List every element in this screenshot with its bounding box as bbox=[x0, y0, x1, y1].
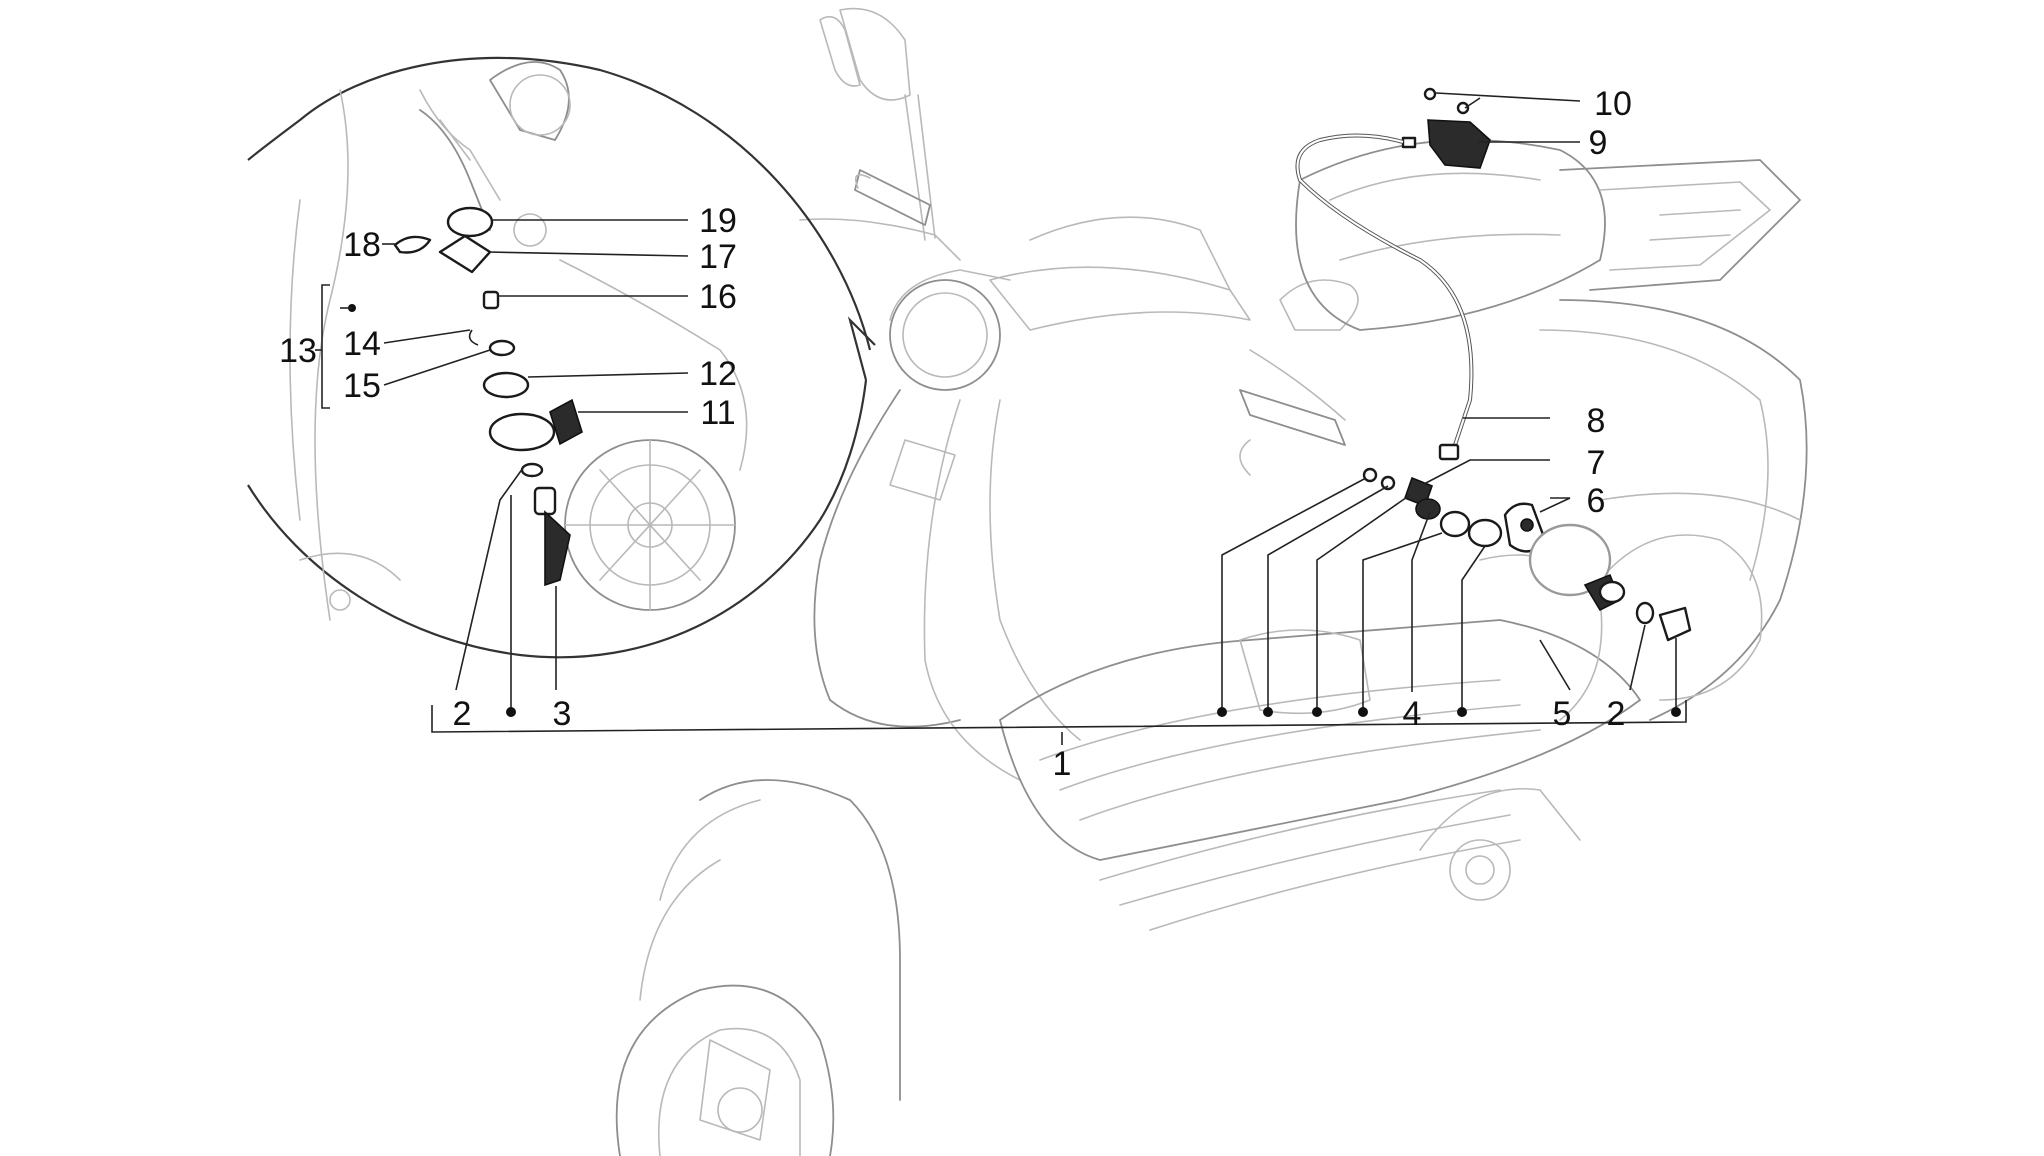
part-5-ring bbox=[1467, 518, 1503, 548]
part-12-nut bbox=[482, 371, 530, 399]
leader-lines bbox=[315, 92, 1687, 745]
part-9-bracket bbox=[1427, 119, 1491, 169]
part-14-wire bbox=[468, 329, 479, 346]
scooter-outline bbox=[615, 7, 1808, 1156]
callout-10: 10 bbox=[1594, 85, 1632, 123]
callout-2-main: 2 bbox=[1607, 695, 1626, 733]
callout-6: 6 bbox=[1587, 482, 1606, 520]
callout-14: 14 bbox=[343, 325, 381, 363]
callout-18: 18 bbox=[343, 226, 381, 264]
part-3-key bbox=[544, 510, 571, 587]
callout-11: 11 bbox=[700, 394, 735, 432]
inset-parts bbox=[393, 206, 583, 587]
part-4-ring-b bbox=[1439, 510, 1471, 538]
detail-inset bbox=[247, 56, 876, 659]
part-lock-barrel bbox=[533, 486, 557, 516]
part-11-latch bbox=[549, 398, 583, 446]
main-parts bbox=[1295, 87, 1692, 642]
callout-dots bbox=[506, 707, 1681, 717]
part-18-clip bbox=[393, 235, 432, 254]
part-11-ring bbox=[488, 412, 556, 452]
part-16-spring bbox=[482, 290, 500, 310]
part-17-switch-body bbox=[438, 234, 492, 274]
part-9-connector bbox=[1401, 136, 1417, 149]
lock-housing bbox=[1528, 523, 1612, 597]
callout-5: 5 bbox=[1553, 695, 1572, 733]
callout-17: 17 bbox=[699, 238, 737, 276]
callout-1: 1 bbox=[1053, 745, 1072, 783]
callout-3: 3 bbox=[553, 695, 572, 733]
callout-12: 12 bbox=[699, 355, 737, 393]
callout-7: 7 bbox=[1587, 444, 1606, 482]
part-10-screw-a bbox=[1423, 87, 1437, 101]
callout-8: 8 bbox=[1587, 402, 1606, 440]
part-2-washer-b bbox=[1635, 601, 1655, 625]
callout-9: 9 bbox=[1589, 124, 1608, 162]
callout-labels: 1 2 2 3 4 5 6 7 8 9 10 11 12 13 14 15 16… bbox=[279, 85, 1632, 783]
callout-2-inset: 2 bbox=[453, 695, 472, 733]
part-8-end bbox=[1438, 443, 1460, 461]
part-2-key-barrel bbox=[1658, 606, 1692, 642]
callout-4: 4 bbox=[1403, 695, 1422, 733]
part-10-screw-b bbox=[1456, 101, 1470, 115]
callout-13: 13 bbox=[279, 332, 317, 370]
part-2-washer bbox=[520, 462, 544, 478]
part-19-ring bbox=[446, 206, 494, 238]
callout-19: 19 bbox=[699, 202, 737, 240]
part-15-washer bbox=[488, 339, 516, 357]
callout-15: 15 bbox=[343, 367, 381, 405]
callout-16: 16 bbox=[699, 278, 737, 316]
